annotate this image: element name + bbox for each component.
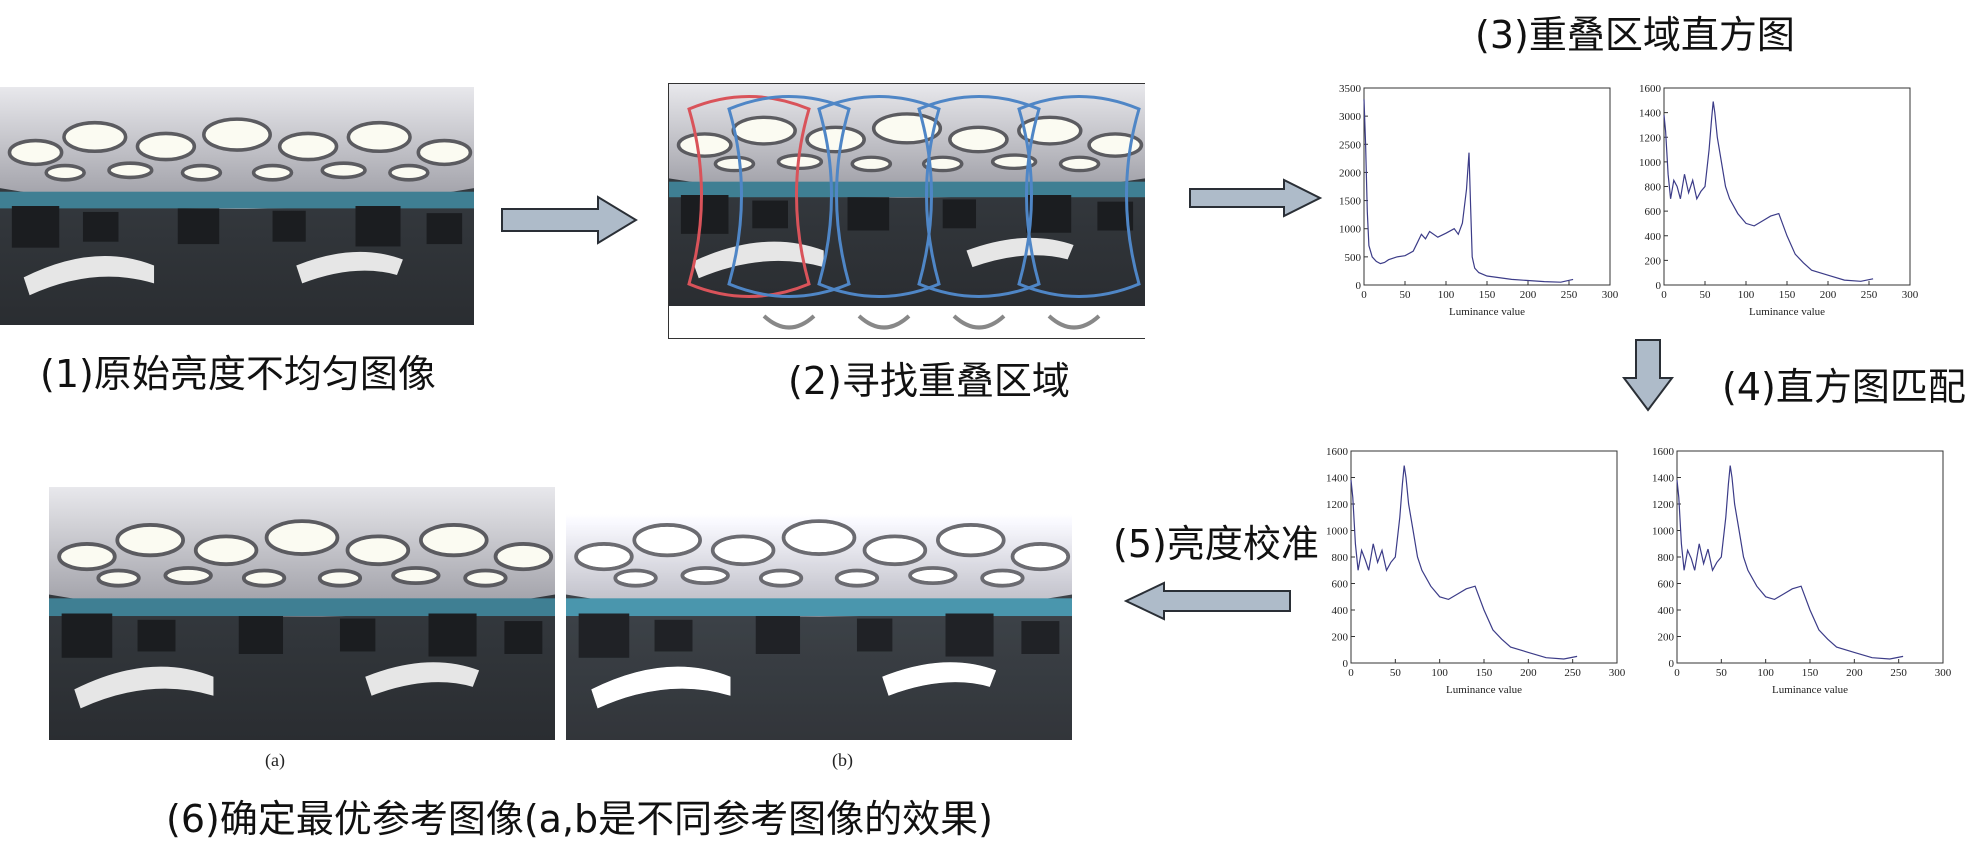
y-tick-label: 0	[1669, 658, 1675, 670]
x-tick-label: 250	[1564, 667, 1581, 679]
plot-frame	[1363, 87, 1611, 286]
x-tick-label: 0	[1674, 667, 1680, 679]
histogram-series-line	[1663, 101, 1874, 282]
x-tick-label: 150	[1779, 289, 1796, 301]
y-tick-label: 200	[1658, 632, 1675, 644]
histogram-chart-3: 0 50 100 150 200 250 300 0 200 400 600 800 1000 1200 1…	[1317, 443, 1627, 703]
y-tick-label: 1000	[1652, 526, 1675, 538]
x-tick-label: 50	[1390, 667, 1402, 679]
y-tick-label: 600	[1658, 579, 1675, 591]
histogram-chart-4: 0 50 100 150 200 250 300 0 200 400 600 800 1000 1200 1…	[1643, 443, 1953, 703]
y-tick-label: 1600	[1639, 83, 1662, 95]
y-tick-label: 0	[1343, 658, 1349, 670]
x-tick-label: 100	[1438, 289, 1455, 301]
y-tick-label: 1600	[1326, 446, 1349, 458]
y-tick-label: 800	[1645, 182, 1662, 194]
plot-frame	[1676, 450, 1944, 664]
y-tick-label: 800	[1332, 552, 1349, 564]
x-axis-label: Luminance value	[1749, 306, 1825, 318]
step5-label: (5)亮度校准	[1113, 522, 1319, 566]
x-tick-label: 100	[1757, 667, 1774, 679]
y-tick-label: 1200	[1326, 499, 1349, 511]
x-tick-label: 250	[1561, 289, 1578, 301]
histogram-series-line	[1363, 99, 1574, 283]
x-tick-label: 200	[1520, 667, 1537, 679]
x-tick-label: 300	[1609, 667, 1626, 679]
y-tick-label: 200	[1332, 632, 1349, 644]
right-arrow-icon	[1189, 178, 1323, 218]
histogram-chart-2: 0 50 100 150 200 250 300 0 200 400 600 800 1000 1200 1…	[1630, 80, 1920, 325]
y-tick-label: 3000	[1339, 111, 1362, 123]
y-tick-label: 1500	[1339, 196, 1362, 208]
histogram-series-line	[1350, 465, 1578, 660]
y-tick-label: 1600	[1652, 446, 1675, 458]
y-tick-label: 1000	[1326, 526, 1349, 538]
x-tick-label: 100	[1738, 289, 1755, 301]
step1-label: (1)原始亮度不均匀图像	[40, 352, 436, 396]
y-tick-label: 1400	[1652, 473, 1675, 485]
histogram-series-line	[1676, 465, 1904, 660]
y-tick-label: 600	[1645, 206, 1662, 218]
x-tick-label: 250	[1890, 667, 1907, 679]
y-tick-label: 0	[1656, 280, 1662, 292]
y-tick-label: 2000	[1339, 167, 1362, 179]
x-axis-label: Luminance value	[1446, 684, 1522, 696]
y-tick-label: 1400	[1326, 473, 1349, 485]
x-tick-label: 0	[1361, 289, 1367, 301]
x-tick-label: 50	[1400, 289, 1412, 301]
x-axis-label: Luminance value	[1772, 684, 1848, 696]
x-tick-label: 150	[1479, 289, 1496, 301]
x-tick-label: 50	[1700, 289, 1712, 301]
x-tick-label: 300	[1902, 289, 1919, 301]
y-tick-label: 1000	[1639, 157, 1662, 169]
plot-frame	[1350, 450, 1618, 664]
y-tick-label: 400	[1332, 605, 1349, 617]
step2-label: (2)寻找重叠区域	[788, 359, 1070, 403]
plot-frame	[1663, 87, 1911, 286]
step3-label: (3)重叠区域直方图	[1475, 13, 1795, 57]
x-axis-label: Luminance value	[1449, 306, 1525, 318]
x-tick-label: 0	[1348, 667, 1354, 679]
y-tick-label: 0	[1356, 280, 1362, 292]
y-tick-label: 1400	[1639, 108, 1662, 120]
left-arrow-icon	[1124, 581, 1291, 621]
x-tick-label: 100	[1431, 667, 1448, 679]
overlap-region-figure	[668, 83, 1145, 339]
y-tick-label: 3500	[1339, 83, 1362, 95]
down-arrow-icon	[1622, 339, 1674, 412]
y-tick-label: 200	[1645, 255, 1662, 267]
y-tick-label: 1200	[1639, 132, 1662, 144]
x-tick-label: 250	[1861, 289, 1878, 301]
x-tick-label: 0	[1661, 289, 1667, 301]
y-tick-label: 400	[1658, 605, 1675, 617]
x-tick-label: 300	[1602, 289, 1619, 301]
y-tick-label: 600	[1332, 579, 1349, 591]
x-tick-label: 150	[1802, 667, 1819, 679]
y-tick-label: 500	[1345, 252, 1362, 264]
y-tick-label: 400	[1645, 231, 1662, 243]
x-tick-label: 300	[1935, 667, 1952, 679]
x-tick-label: 200	[1846, 667, 1863, 679]
step6-label: (6)确定最优参考图像(a,b是不同参考图像的效果)	[166, 797, 993, 841]
y-tick-label: 2500	[1339, 139, 1362, 151]
x-tick-label: 150	[1476, 667, 1493, 679]
result-image-a	[49, 487, 555, 740]
right-arrow-icon	[501, 195, 638, 245]
y-tick-label: 1200	[1652, 499, 1675, 511]
y-tick-label: 1000	[1339, 224, 1362, 236]
step4-label: (4)直方图匹配	[1722, 365, 1966, 409]
x-tick-label: 50	[1716, 667, 1728, 679]
result-image-b	[566, 487, 1072, 740]
caption-a: (a)	[265, 750, 285, 770]
y-tick-label: 800	[1658, 552, 1675, 564]
x-tick-label: 200	[1820, 289, 1837, 301]
original-panorama-image	[0, 87, 474, 325]
caption-b: (b)	[832, 750, 853, 770]
x-tick-label: 200	[1520, 289, 1537, 301]
